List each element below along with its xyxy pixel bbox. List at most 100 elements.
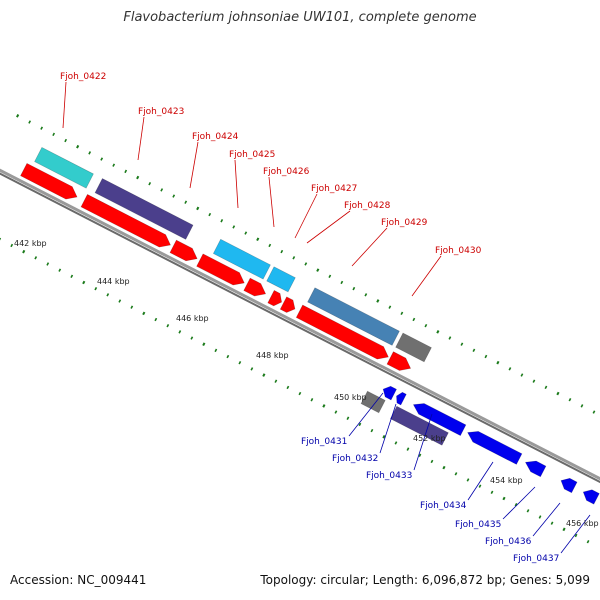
tick-mark bbox=[280, 249, 284, 254]
label-leader-line bbox=[348, 392, 384, 437]
gene-label-fjoh-0434[interactable]: Fjoh_0434 bbox=[420, 501, 467, 511]
label-leader-line bbox=[413, 413, 433, 471]
tick-mark bbox=[466, 478, 470, 482]
kbp-label: 448 kbp bbox=[256, 351, 289, 360]
gene-label-fjoh-0427[interactable]: Fjoh_0427 bbox=[311, 184, 357, 194]
tick-mark bbox=[70, 274, 74, 279]
label-leader-line bbox=[411, 255, 442, 297]
tick-mark bbox=[328, 274, 332, 278]
tick-mark bbox=[298, 391, 302, 396]
tick-mark bbox=[58, 268, 62, 272]
tick-mark bbox=[118, 299, 122, 303]
kbp-label: 454 kbp bbox=[490, 476, 523, 485]
gene-label-fjoh-0433[interactable]: Fjoh_0433 bbox=[366, 471, 412, 481]
gene-product-fjoh-0425 bbox=[266, 266, 296, 293]
tick-mark bbox=[232, 225, 236, 229]
tick-mark bbox=[376, 299, 380, 303]
tick-mark bbox=[166, 323, 170, 328]
tick-mark bbox=[490, 490, 494, 495]
label-leader-line bbox=[351, 227, 388, 267]
tick-mark bbox=[172, 194, 176, 198]
gene-label-fjoh-0426[interactable]: Fjoh_0426 bbox=[263, 167, 310, 177]
tick-mark bbox=[64, 138, 68, 143]
tick-mark bbox=[502, 496, 506, 501]
tick-mark bbox=[310, 398, 314, 402]
tick-mark bbox=[226, 354, 230, 359]
tick-mark bbox=[238, 361, 242, 365]
tick-mark bbox=[154, 317, 158, 322]
label-leader-line bbox=[532, 502, 561, 537]
cds-feature-reverse bbox=[412, 403, 467, 437]
tick-mark bbox=[190, 336, 194, 340]
label-leader-line bbox=[62, 81, 67, 129]
tick-mark bbox=[418, 453, 422, 457]
tick-mark bbox=[550, 521, 554, 525]
tick-mark bbox=[76, 144, 80, 149]
map-title: Flavobacterium johnsoniae UW101, complet… bbox=[123, 10, 477, 25]
label-leader-line bbox=[137, 116, 145, 161]
tick-mark bbox=[496, 360, 500, 365]
label-leader-line bbox=[306, 210, 351, 244]
tick-mark bbox=[196, 206, 200, 211]
kbp-label: 456 kbp bbox=[566, 519, 599, 528]
gene-features bbox=[20, 147, 600, 505]
tick-mark bbox=[508, 367, 512, 371]
tick-mark bbox=[16, 114, 20, 118]
tick-mark bbox=[256, 237, 260, 242]
cds-feature-reverse bbox=[582, 489, 600, 505]
gene-label-fjoh-0429[interactable]: Fjoh_0429 bbox=[381, 218, 428, 228]
tick-mark bbox=[454, 472, 458, 476]
gene-label-fjoh-0425[interactable]: Fjoh_0425 bbox=[229, 150, 275, 160]
tick-mark bbox=[580, 404, 584, 408]
tick-mark bbox=[484, 354, 488, 359]
tick-mark bbox=[412, 317, 416, 322]
cds-feature-reverse bbox=[396, 391, 407, 406]
gene-label-fjoh-0432[interactable]: Fjoh_0432 bbox=[332, 454, 378, 464]
tick-mark bbox=[358, 422, 362, 427]
tick-mark bbox=[520, 373, 524, 377]
tick-mark bbox=[28, 120, 32, 124]
gene-label-fjoh-0437[interactable]: Fjoh_0437 bbox=[513, 554, 559, 564]
tick-mark bbox=[82, 280, 86, 285]
gene-label-fjoh-0422[interactable]: Fjoh_0422 bbox=[60, 72, 106, 82]
gene-label-fjoh-0428[interactable]: Fjoh_0428 bbox=[344, 201, 391, 211]
kbp-label: 444 kbp bbox=[97, 277, 130, 286]
tick-mark bbox=[442, 465, 446, 470]
gene-label-fjoh-0430[interactable]: Fjoh_0430 bbox=[435, 246, 482, 256]
label-leader-line bbox=[467, 461, 494, 501]
cds-feature-reverse bbox=[524, 460, 547, 478]
tick-mark bbox=[136, 175, 140, 180]
accession-text: Accession: NC_009441 bbox=[10, 573, 147, 587]
tick-mark bbox=[562, 527, 566, 532]
tick-mark bbox=[538, 515, 542, 519]
tick-mark bbox=[400, 311, 404, 316]
tick-mark bbox=[364, 293, 368, 297]
kbp-label: 452 kbp bbox=[413, 434, 446, 443]
gene-label-fjoh-0436[interactable]: Fjoh_0436 bbox=[485, 537, 532, 547]
tick-mark bbox=[568, 398, 572, 402]
label-leader-line bbox=[379, 403, 397, 454]
gene-label-fjoh-0431[interactable]: Fjoh_0431 bbox=[301, 437, 347, 447]
tick-mark bbox=[22, 249, 26, 254]
gene-label-fjoh-0424[interactable]: Fjoh_0424 bbox=[192, 132, 239, 142]
tick-mark bbox=[340, 280, 344, 285]
gene-label-fjoh-0423[interactable]: Fjoh_0423 bbox=[138, 107, 184, 117]
label-leader-line bbox=[234, 159, 239, 209]
tick-mark bbox=[106, 293, 110, 297]
tick-mark bbox=[10, 243, 14, 248]
tick-mark bbox=[574, 533, 578, 538]
tick-mark bbox=[250, 367, 254, 371]
gene-label-fjoh-0435[interactable]: Fjoh_0435 bbox=[455, 520, 501, 530]
tick-mark bbox=[382, 434, 386, 439]
tick-mark bbox=[46, 262, 50, 266]
tick-mark bbox=[586, 539, 590, 544]
cds-feature-forward bbox=[279, 296, 296, 313]
cds-feature-reverse bbox=[560, 477, 578, 494]
tick-mark bbox=[88, 151, 92, 155]
gene-product-fjoh-0423 bbox=[94, 178, 194, 240]
tick-mark bbox=[274, 379, 278, 383]
tick-mark bbox=[292, 256, 296, 260]
tick-mark bbox=[244, 231, 248, 235]
cds-feature-forward bbox=[169, 239, 198, 262]
gene-labels: Fjoh_0422Fjoh_0423Fjoh_0424Fjoh_0425Fjoh… bbox=[60, 72, 591, 564]
